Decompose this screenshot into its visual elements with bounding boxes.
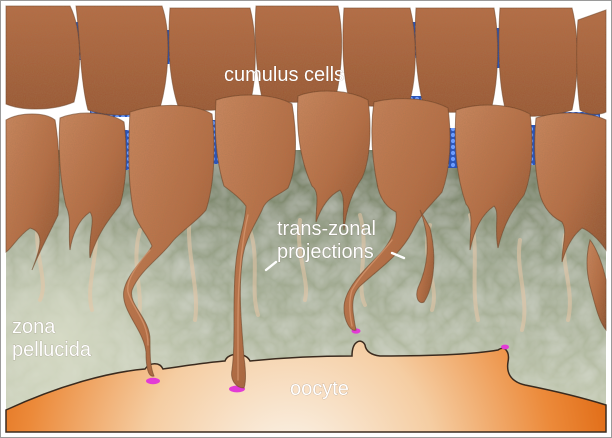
trans-zonal-label-line1: trans-zonal: [277, 218, 376, 240]
oocyte-label: oocyte: [290, 378, 349, 400]
zona-pellucida-label-line2: pellucida: [12, 339, 92, 361]
trans-zonal-label-line2: projections: [277, 241, 374, 263]
cumulus-cells-label: cumulus cells: [224, 64, 344, 86]
zona-pellucida-label-line1: zona: [12, 316, 56, 338]
